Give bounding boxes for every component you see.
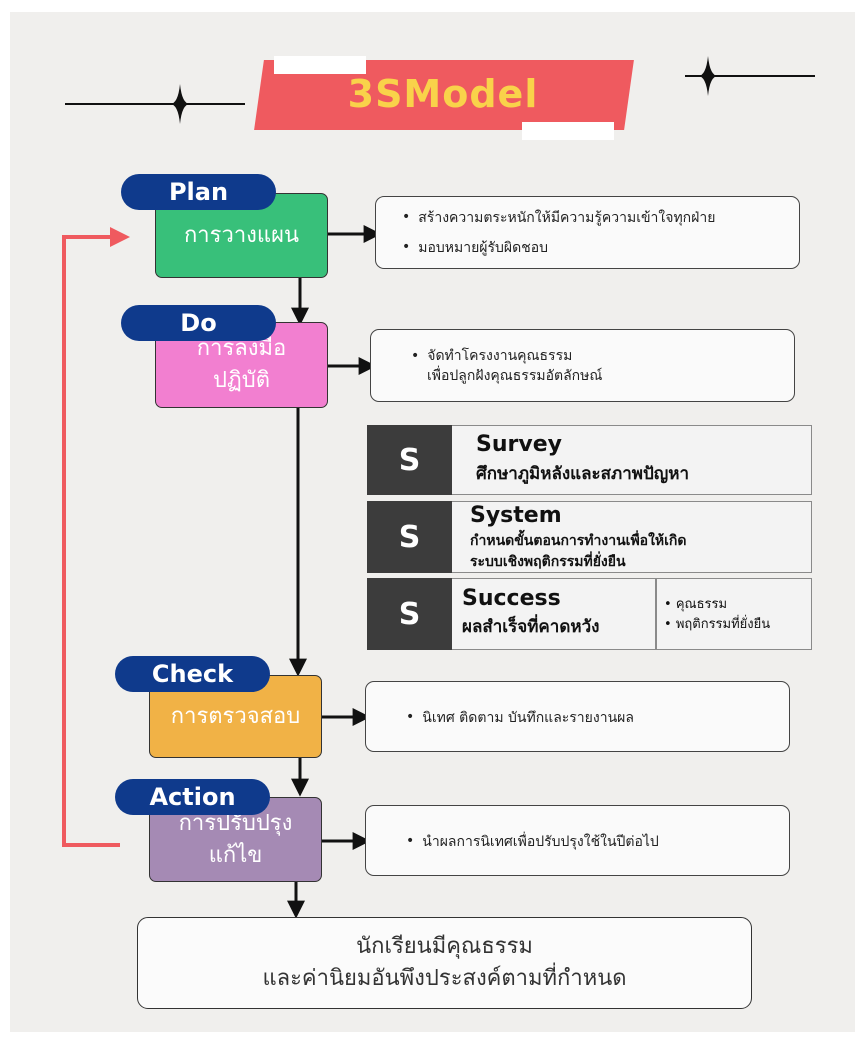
survey-desc: ศึกษาภูมิหลังและสภาพปัญหา [476,464,690,484]
success-item-2: พฤติกรรมที่ยั่งยืน [675,617,771,632]
system-cell [450,501,812,573]
do-note-line2: เพื่อปลูกฝังคุณธรรมอัตลักษณ์ [427,368,603,384]
success-items: • คุณธรรม • พฤติกรรมที่ยั่งยืน [664,597,771,632]
success-desc: ผลสำเร็จที่คาดหวัง [462,617,600,637]
check-note: •นิเทศ ติดตาม บันทึกและรายงานผล [365,681,790,752]
title-tab-bottom [522,122,614,140]
do-note: •จัดทำโครงงานคุณธรรม เพื่อปลูกฝังคุณธรรม… [370,329,795,402]
survey-s-tile: S [367,425,452,495]
outcome-box: นักเรียนมีคุณธรรม และค่านิยมอันพึงประสงค… [137,917,752,1009]
action-text-line2: แก้ไข [208,842,263,868]
do-label: Do [121,305,276,341]
check-note-text: นิเทศ ติดตาม บันทึกและรายงานผล [422,710,634,726]
plan-text: การวางแผน [183,222,300,248]
do-note-line1: จัดทำโครงงานคุณธรรม [427,348,573,364]
success-s-tile: S [367,578,452,650]
success-items-cell [656,578,812,650]
action-label: Action [115,779,270,815]
outcome-line1: นักเรียนมีคุณธรรม [356,934,533,959]
success-item-1: คุณธรรม [675,597,728,612]
page-title: 3SModel [347,72,539,116]
outcome-line2: และค่านิยมอันพึงประสงค์ตามที่กำหนด [262,966,627,991]
action-note: •นำผลการนิเทศเพื่อปรับปรุงใช้ในปีต่อไป [365,805,790,876]
plan-note-1: สร้างความตระหนักให้มีความรู้ความเข้าใจทุ… [418,210,716,226]
plan-label: Plan [121,174,276,210]
check-label: Check [115,656,270,692]
sparkle-line-left-icon [65,84,245,124]
title-tab-top [274,56,366,74]
action-note-text: นำผลการนิเทศเพื่อปรับปรุงใช้ในปีต่อไป [422,834,659,850]
survey-title: Survey [476,432,562,457]
success-cell [450,578,656,650]
check-text: การตรวจสอบ [170,703,301,729]
system-desc-line2: ระบบเชิงพฤติกรรมที่ยั่งยืน [470,554,626,570]
system-s-tile: S [367,501,452,573]
plan-note-2: มอบหมายผู้รับผิดชอบ [418,240,549,256]
sparkle-line-right-icon [685,56,815,96]
survey-cell [450,425,812,495]
do-text-line2: ปฏิบัติ [213,368,270,393]
plan-notes: •สร้างความตระหนักให้มีความรู้ความเข้าใจท… [375,196,800,269]
system-desc-line1: กำหนดขั้นตอนการทำงานเพื่อให้เกิด [470,533,687,549]
system-title: System [470,503,562,528]
success-title: Success [462,586,561,611]
